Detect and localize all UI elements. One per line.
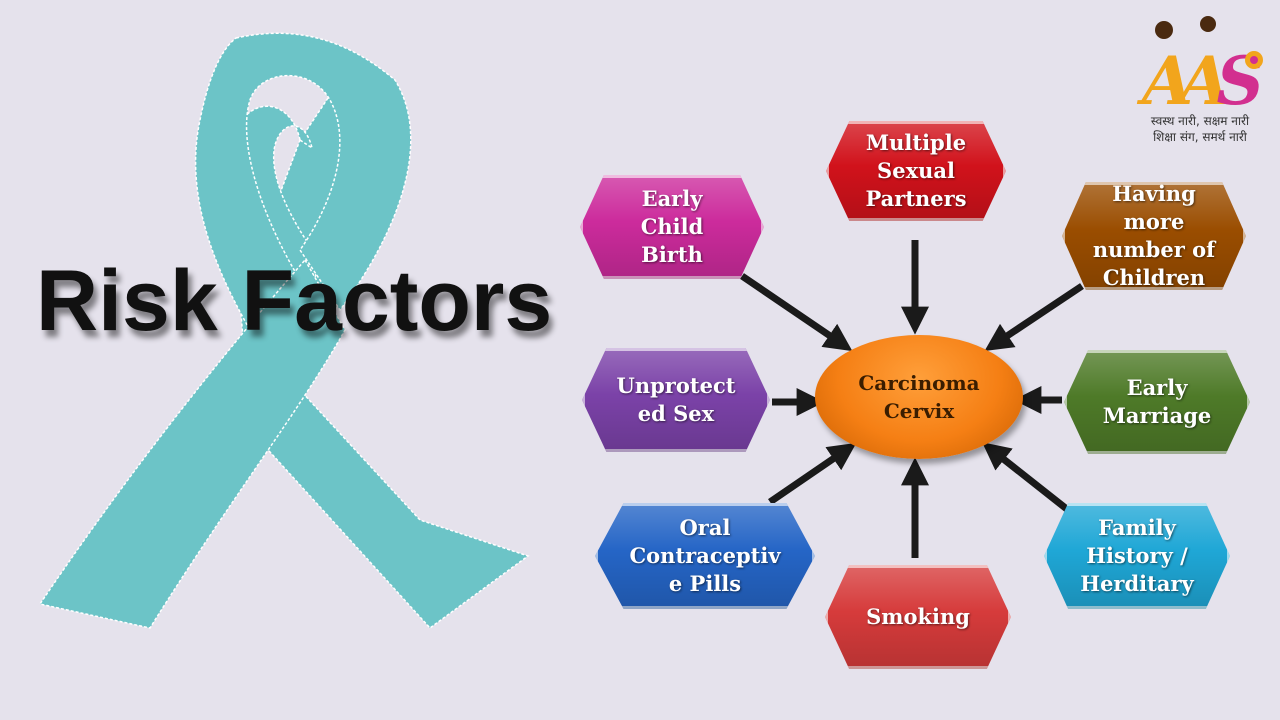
- factor-label: Family History / Herditary: [1080, 515, 1194, 596]
- factor-family-history: Family History / Herditary: [1044, 503, 1230, 609]
- arrow-oral-contraceptive-pills: [768, 442, 857, 505]
- arrow-early-child-birth: [740, 273, 853, 352]
- logo-mark-text: AAS: [1136, 42, 1264, 112]
- factor-smoking: Smoking: [825, 565, 1011, 669]
- factor-unprotected-sex: Unprotect ed Sex: [582, 348, 770, 452]
- arrow-family-history: [982, 442, 1071, 513]
- factor-label: Early Child Birth: [640, 186, 704, 267]
- logo-tagline-1: स्वस्थ नारी, सक्षम नारी: [1150, 114, 1250, 128]
- factor-oral-contraceptive-pills: Oral Contraceptiv e Pills: [595, 503, 815, 609]
- factor-label: Having more number of Children: [1092, 181, 1216, 290]
- aas-logo: AAS स्वस्थ नारी, सक्षम नारी शिक्षा संग, …: [1128, 8, 1272, 148]
- factor-label: Early Marriage: [1102, 375, 1212, 428]
- factor-multiple-sexual-partners: Multiple Sexual Partners: [826, 121, 1006, 221]
- page-title: Risk Factors: [36, 253, 553, 349]
- awareness-ribbon-icon: [38, 32, 530, 630]
- factor-early-marriage: Early Marriage: [1064, 350, 1250, 454]
- factor-label: Smoking: [866, 604, 970, 629]
- factor-having-more-children: Having more number of Children: [1062, 182, 1246, 290]
- factor-label: Multiple Sexual Partners: [865, 130, 967, 211]
- aas-logo-mark-icon: AAS: [1136, 16, 1264, 112]
- factor-label: Oral Contraceptiv e Pills: [629, 515, 781, 596]
- center-node-carcinoma-cervix: Carcinoma Cervix: [815, 335, 1023, 459]
- arrow-having-more-children: [984, 283, 1084, 351]
- factor-early-child-birth: Early Child Birth: [580, 175, 764, 279]
- factor-label: Unprotect ed Sex: [616, 373, 736, 426]
- logo-tagline-2: शिक्षा संग, समर्थ नारी: [1153, 130, 1247, 144]
